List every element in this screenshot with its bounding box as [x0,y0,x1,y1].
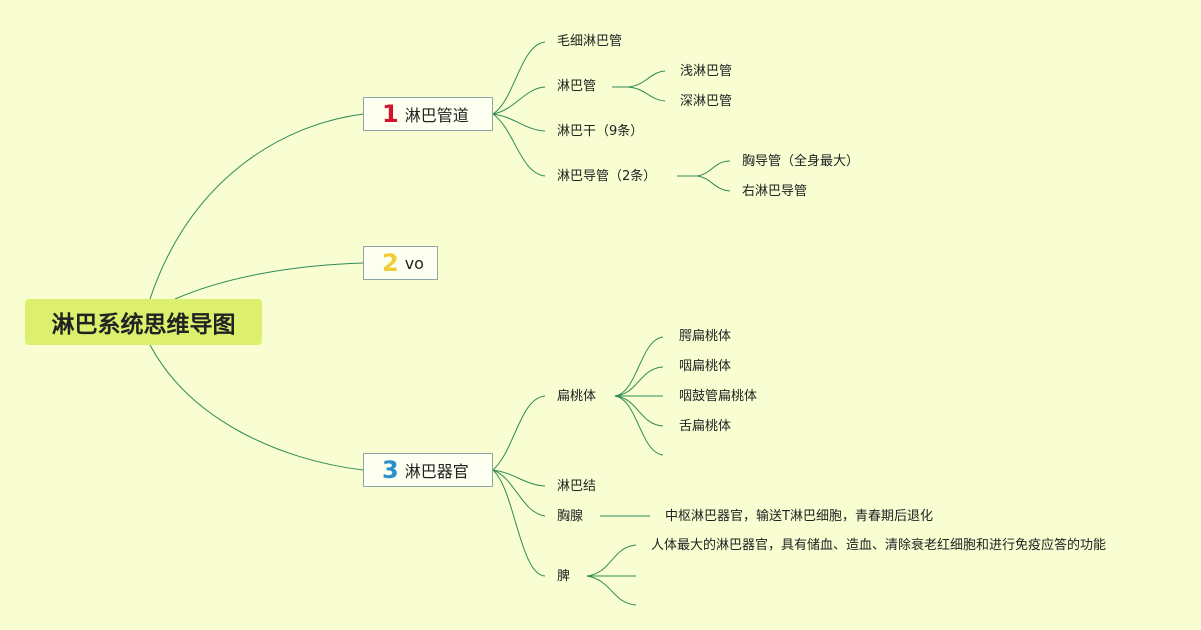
number-2-icon: 2 [382,249,399,277]
link-b1-c2-g1 [627,70,666,88]
link-b3-c1-g2 [614,366,664,397]
branch-label: 淋巴管道 [404,106,469,125]
link-b3-c4 [492,469,546,577]
leaf-capillary-lymph[interactable]: 毛细淋巴管 [557,34,623,49]
leaf-thoracic-duct[interactable]: 胸导管（全身最大） [742,154,860,169]
leaf-thymus[interactable]: 胸腺 [557,509,584,524]
leaf-lymph-trunk[interactable]: 淋巴干（9条） [557,124,644,139]
link-b1-c2 [492,86,546,115]
link-b1-c4 [492,113,546,177]
leaf-superficial-lymph[interactable]: 浅淋巴管 [680,64,733,79]
branch-lymph-vessels[interactable]: 1 淋巴管道 [363,97,493,131]
leaf-lymph-vessel[interactable]: 淋巴管 [557,79,597,94]
leaf-tubal-tonsil[interactable]: 咽鼓管扁桃体 [679,389,758,404]
branch-label: vo [404,253,424,273]
link-b3-c1-g4 [614,395,664,427]
number-1-icon: 1 [382,100,399,128]
leaf-tonsil[interactable]: 扁桃体 [557,389,597,404]
link-b1-c3 [492,113,546,132]
link-root-branch1 [149,113,364,300]
link-b1-c4-g2 [696,175,731,192]
root-topic[interactable]: 淋巴系统思维导图 [25,299,262,345]
link-b3-c2 [492,469,546,487]
link-b3-c4-g1 [586,544,637,577]
number-3-icon: 3 [382,456,399,484]
link-b3-c1-g5 [614,395,664,456]
branch-lymph-organs[interactable]: 3 淋巴器官 [363,453,493,487]
link-b1-c4-g1 [696,160,731,177]
link-b1-c1 [492,41,546,115]
link-root-branch2 [174,262,364,300]
leaf-lymph-node[interactable]: 淋巴结 [557,479,597,494]
leaf-thymus-note[interactable]: 中枢淋巴器官，输送T淋巴细胞，青春期后退化 [665,509,933,524]
link-root-branch3 [149,344,364,471]
link-b3-c3 [492,469,546,517]
link-b3-c1 [492,395,546,471]
link-b3-c4-g3 [586,575,637,606]
leaf-spleen-note[interactable]: 人体最大的淋巴器官，具有储血、造血、清除衰老红细胞和进行免疫应答的功能 [651,538,1107,553]
leaf-right-lymph-duct[interactable]: 右淋巴导管 [742,184,808,199]
leaf-lingual-tonsil[interactable]: 舌扁桃体 [679,419,732,434]
link-b1-c2-g2 [627,86,666,102]
branch-vo[interactable]: 2 vo [363,246,438,280]
leaf-pharyngeal-tonsil[interactable]: 咽扁桃体 [679,359,732,374]
leaf-spleen[interactable]: 脾 [557,569,571,584]
leaf-palatine-tonsil[interactable]: 腭扁桃体 [679,329,732,344]
branch-label: 淋巴器官 [404,462,469,481]
leaf-lymph-duct[interactable]: 淋巴导管（2条） [557,169,657,184]
link-b3-c1-g1 [614,336,664,397]
leaf-deep-lymph[interactable]: 深淋巴管 [680,94,733,109]
